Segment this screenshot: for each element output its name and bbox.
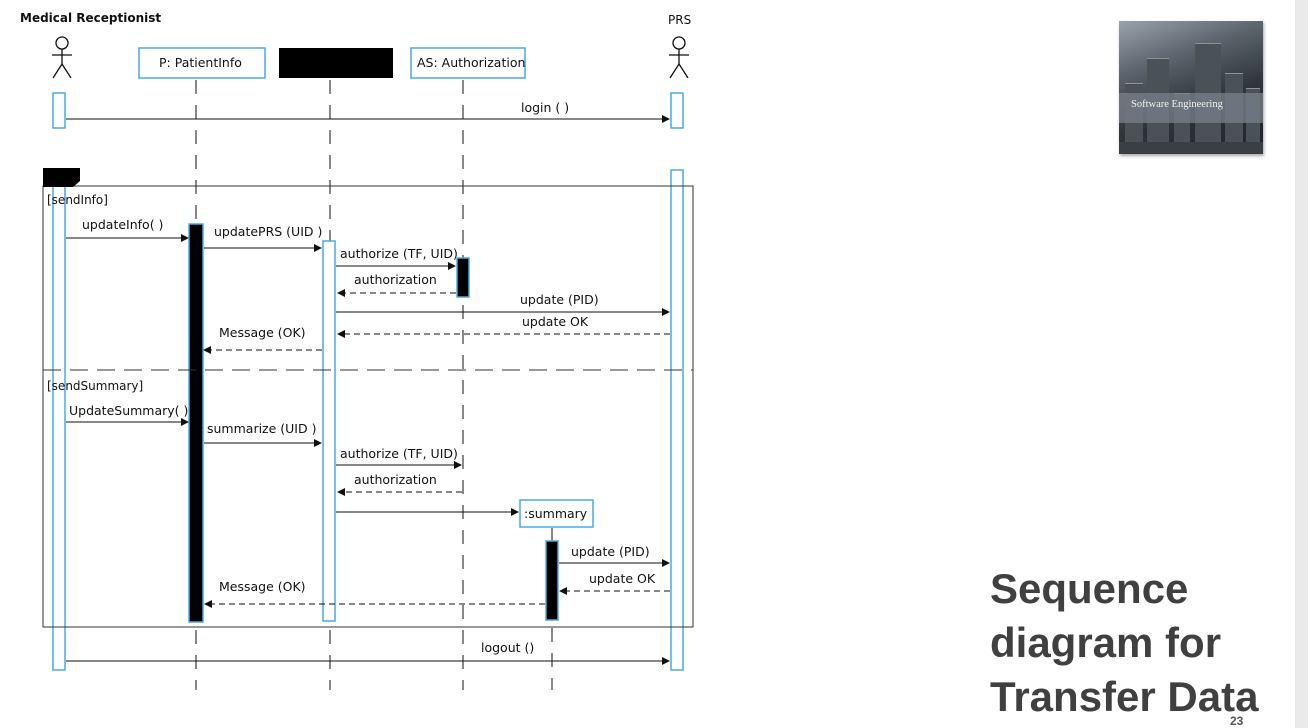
summary-activation xyxy=(546,541,558,620)
receptionist-label: Medical Receptionist xyxy=(20,11,161,25)
prs-activation-1 xyxy=(671,93,683,128)
message-ok-2-label: Message (OK) xyxy=(219,579,306,594)
guard-send-summary: [sendSummary] xyxy=(47,379,143,393)
sequence-diagram: Medical Receptionist PRS P: PatientInfo … xyxy=(0,0,700,700)
authorization-activation xyxy=(457,258,469,297)
logout-label: logout () xyxy=(481,640,534,655)
book-footer xyxy=(1119,142,1263,154)
patient-info-activation xyxy=(189,224,203,622)
page-number: 23 xyxy=(1230,714,1243,728)
prs-label: PRS xyxy=(668,13,691,27)
summarize-label: summarize (UID ) xyxy=(207,421,316,436)
slide-title: Sequence diagram for Transfer Data xyxy=(990,562,1290,724)
message-ok-1-label: Message (OK) xyxy=(219,325,306,340)
lifelines xyxy=(196,80,552,690)
prs-activation-2 xyxy=(671,170,683,670)
patient-info-label: P: PatientInfo xyxy=(159,55,242,70)
authorization-label: AS: Authorization xyxy=(417,55,525,70)
alt-frame-tag xyxy=(43,168,80,187)
summary-label: :summary xyxy=(524,506,588,521)
redacted-object-box xyxy=(279,48,393,78)
authorization-1-label: authorization xyxy=(354,272,437,287)
update-summary-label: UpdateSummary( ) xyxy=(69,403,188,418)
update-pid-1-label: update (PID) xyxy=(520,292,599,307)
authorization-2-label: authorization xyxy=(354,472,437,487)
prs-actor xyxy=(669,37,689,78)
update-info-label: updateInfo( ) xyxy=(82,217,163,232)
authorize-1-label: authorize (TF, UID) xyxy=(340,246,458,261)
receptionist-activation-1 xyxy=(53,93,65,128)
authorize-2-label: authorize (TF, UID) xyxy=(340,446,458,461)
update-ok-1-label: update OK xyxy=(522,314,589,329)
receptionist-actor xyxy=(52,37,72,78)
guard-send-info: [sendInfo] xyxy=(47,193,108,207)
book-cover-image: Software Engineering xyxy=(1119,21,1263,154)
slide-title-line: diagram for xyxy=(990,616,1290,670)
receptionist-activation-2 xyxy=(53,170,65,670)
book-title: Software Engineering xyxy=(1131,99,1223,110)
right-edge-strip xyxy=(1295,0,1308,728)
update-pid-2-label: update (PID) xyxy=(571,544,650,559)
slide-title-line: Sequence xyxy=(990,562,1290,616)
login-label: login ( ) xyxy=(521,100,569,115)
slide-title-line: Transfer Data xyxy=(990,670,1290,724)
controller-activation xyxy=(323,241,335,621)
update-prs-label: updatePRS (UID ) xyxy=(214,224,322,239)
update-ok-2-label: update OK xyxy=(589,571,656,586)
